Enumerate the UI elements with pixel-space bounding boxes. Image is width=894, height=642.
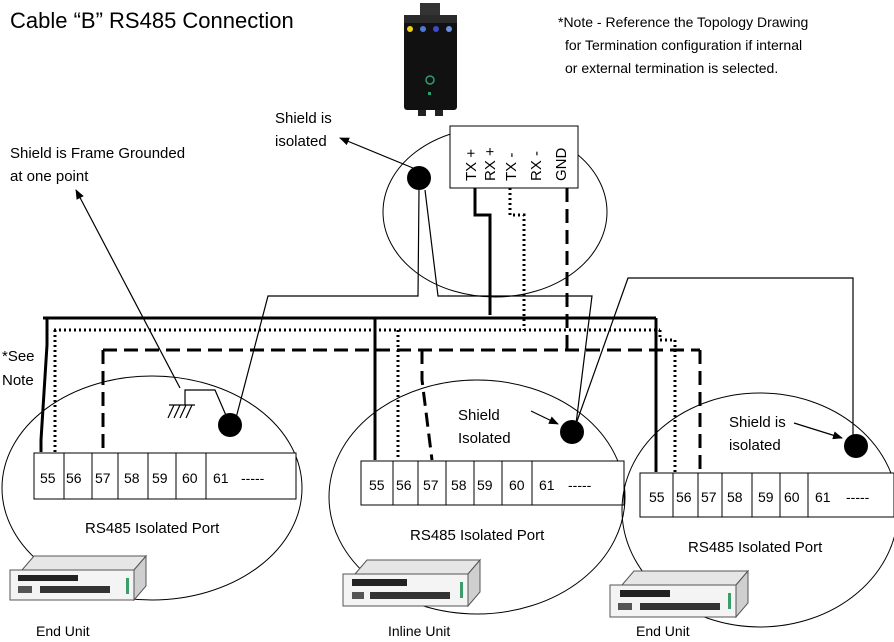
frame-ground-label-1: Shield is Frame Grounded	[10, 145, 185, 162]
unit-end-left-terminal-60: 60	[182, 470, 198, 486]
unit-inline-terminal-56: 56	[396, 477, 412, 493]
see-note-label-2: Note	[2, 372, 34, 389]
gateway-shield-label-1: Shield is	[275, 110, 332, 127]
frame-ground-arrow	[75, 189, 181, 389]
gateway-terminal-block	[449, 125, 579, 189]
unit-inline-shield-label-1: Shield	[458, 407, 500, 424]
unit-end-left-terminal-dividers	[63, 453, 207, 499]
unit-end-left-terminal-spare: -----	[241, 470, 265, 486]
unit-end-left-terminal-55: 55	[40, 470, 56, 486]
gateway-shield-dot	[407, 166, 431, 190]
note-line-1: *Note - Reference the Topology Drawing	[558, 14, 808, 30]
unit-inline-terminal-57: 57	[423, 477, 439, 493]
unit-inline-terminal-58: 58	[451, 477, 467, 493]
unit-end-right-terminal-spare: -----	[846, 489, 870, 505]
unit-end-right-terminal-59: 59	[758, 489, 774, 505]
bus-wiring	[39, 188, 854, 472]
unit-end-left-name: End Unit	[36, 623, 90, 639]
unit-inline: Shield Isolated 55 56 57 58 59 60 61 ---…	[328, 379, 626, 639]
unit-end-left: 55 56 57 58 59 60 61 ----- RS485 Isolate…	[1, 375, 303, 639]
unit-end-right-terminal-57: 57	[701, 489, 717, 505]
unit-end-right-terminal-dividers	[672, 473, 809, 517]
unit-end-left-terminal-61: 61	[213, 470, 229, 486]
unit-inline-terminal-60: 60	[509, 477, 525, 493]
see-note-label-1: *See	[2, 348, 35, 365]
frame-ground-symbol	[167, 404, 195, 419]
unit-end-right-port-label: RS485 Isolated Port	[688, 539, 823, 556]
unit-end-left-shield-dot	[218, 413, 242, 437]
unit-end-right-terminal-60: 60	[784, 489, 800, 505]
unit-inline-port-label: RS485 Isolated Port	[410, 527, 545, 544]
unit-end-right-shield-arrow	[793, 422, 843, 440]
unit-end-left-device-image	[9, 554, 148, 602]
gateway-pin-rx-minus: RX -	[528, 151, 545, 181]
unit-inline-terminal-59: 59	[477, 477, 493, 493]
frame-ground-label-2: at one point	[10, 168, 89, 185]
gateway-shield-label-2: isolated	[275, 133, 327, 150]
note-line-3: or external termination is selected.	[565, 60, 778, 76]
unit-inline-terminal-dividers	[392, 461, 533, 505]
unit-end-right-terminal-strip	[639, 472, 894, 518]
gateway-pin-gnd: GND	[553, 148, 570, 182]
unit-end-left-circle	[1, 375, 303, 601]
unit-end-right-device-image	[609, 569, 750, 619]
gateway-shield-arrow	[339, 137, 414, 169]
unit-end-right-circle	[621, 392, 894, 628]
unit-end-right-name: End Unit	[636, 623, 690, 639]
unit-inline-device-image	[342, 558, 482, 608]
gateway-pin-tx-minus: TX -	[503, 153, 520, 181]
unit-end-right-terminal-56: 56	[676, 489, 692, 505]
unit-inline-terminal-strip	[360, 460, 625, 506]
unit-inline-shield-label-2: Isolated	[458, 430, 511, 447]
unit-end-right-shield-label-2: isolated	[729, 437, 781, 454]
unit-inline-circle	[328, 379, 626, 615]
unit-end-left-terminal-56: 56	[66, 470, 82, 486]
gateway-device-image	[404, 3, 457, 116]
unit-end-left-port-label: RS485 Isolated Port	[85, 520, 220, 537]
unit-inline-terminal-55: 55	[369, 477, 385, 493]
unit-inline-terminal-61: 61	[539, 477, 555, 493]
note-line-2: for Termination configuration if interna…	[565, 37, 802, 53]
unit-end-right-terminal-61: 61	[815, 489, 831, 505]
unit-end-left-terminal-58: 58	[124, 470, 140, 486]
unit-end-right-shield-label-1: Shield is	[729, 414, 786, 431]
unit-end-left-terminal-57: 57	[95, 470, 111, 486]
gateway-pin-rx-plus: RX +	[482, 147, 499, 181]
unit-inline-shield-dot	[560, 420, 584, 444]
diagram-title: Cable “B” RS485 Connection	[10, 8, 294, 33]
unit-end-left-terminal-59: 59	[152, 470, 168, 486]
gateway-pin-tx-plus: TX +	[463, 149, 480, 181]
unit-end-right-shield-dot	[844, 434, 868, 458]
unit-inline-shield-arrow	[530, 410, 559, 425]
unit-inline-name: Inline Unit	[388, 623, 450, 639]
unit-end-right-terminal-58: 58	[727, 489, 743, 505]
unit-end-right: Shield is isolated 55 56 57 58 59 60 61 …	[609, 392, 894, 639]
unit-inline-terminal-spare: -----	[568, 477, 592, 493]
unit-end-right-terminal-55: 55	[649, 489, 665, 505]
unit-end-left-terminal-strip	[33, 452, 297, 500]
